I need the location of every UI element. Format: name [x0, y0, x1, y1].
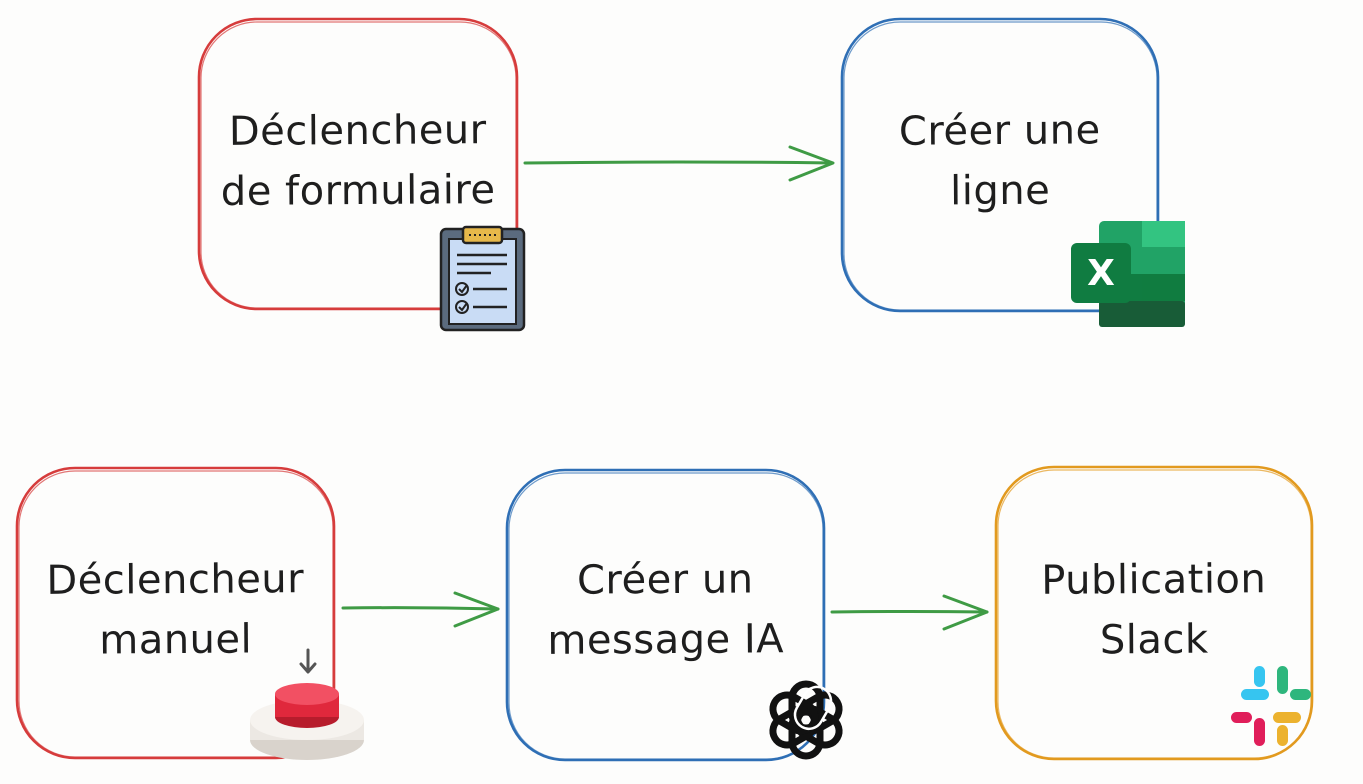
clipboard-checklist-icon [439, 225, 526, 332]
red-push-button-icon [250, 648, 364, 760]
node-box-excel-row[interactable] [840, 17, 1160, 313]
openai-icon [769, 680, 843, 760]
node-label-form-trigger: Déclencheur de formulaire [199, 100, 518, 222]
excel-icon: X [1071, 221, 1185, 327]
node-label-line: Slack [1099, 616, 1209, 664]
node-label-line: Déclencheur [228, 107, 487, 155]
edge-form-to-excel [523, 145, 835, 182]
node-label-line: Créer une [898, 107, 1101, 155]
node-label-manual-trigger: Déclencheur manuel [17, 549, 335, 671]
node-box-slack-post[interactable] [994, 465, 1314, 761]
node-box-ai-message[interactable] [505, 468, 826, 762]
edge-manual-to-ai [341, 591, 500, 628]
node-label-line: Publication [1041, 556, 1267, 604]
node-box-form-trigger[interactable] [197, 17, 519, 311]
edge-ai-to-slack [830, 594, 989, 631]
node-label-ai-message: Créer un message IA [507, 549, 825, 671]
node-box-manual-trigger[interactable] [15, 466, 336, 760]
node-label-line: manuel [99, 616, 253, 664]
node-label-line: message IA [547, 616, 785, 664]
node-label-excel-row: Créer une ligne [842, 100, 1159, 222]
node-label-line: ligne [950, 167, 1051, 215]
node-label-slack-post: Publication Slack [996, 549, 1313, 671]
excel-letter: X [1087, 253, 1115, 294]
node-label-line: Créer un [576, 556, 754, 604]
node-label-line: de formulaire [220, 167, 496, 215]
node-label-line: Déclencheur [46, 556, 305, 604]
slack-icon [1231, 666, 1311, 746]
